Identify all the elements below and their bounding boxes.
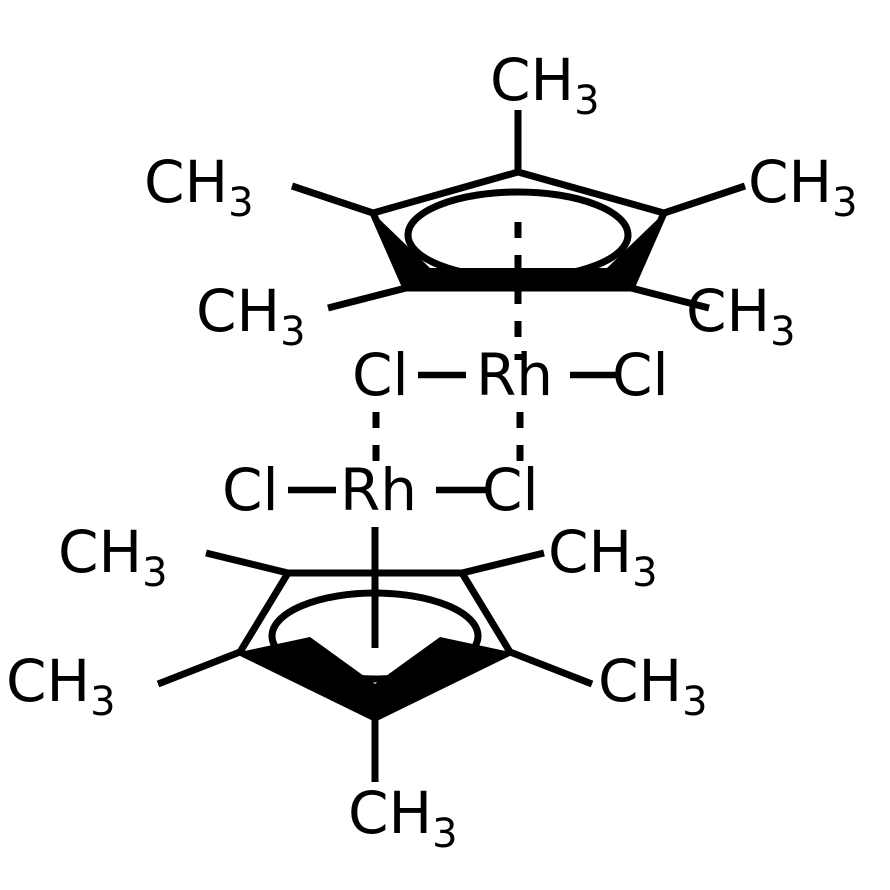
label-terminal-chlorine-bottom: Cl — [222, 456, 279, 524]
label-rhodium-top: Rh — [476, 341, 553, 409]
label-bottom-methyl-upper-left: CH3 — [58, 518, 168, 596]
bond-top-ring-upper-right-to-methyl — [662, 182, 747, 217]
top-ring-aromatic-ellipse — [404, 188, 632, 282]
bond-top-ring-upper-left-to-methyl — [290, 182, 375, 217]
label-top-methyl-apex: CH3 — [490, 46, 600, 124]
bond-bottom-ring-upper-right-to-methyl — [461, 549, 545, 577]
bond-top-ring-lower-left-to-methyl — [327, 284, 407, 312]
bond-bottom-ring-left-to-methyl — [156, 648, 242, 688]
label-rhodium-bottom: Rh — [340, 456, 417, 524]
bond-bottom-ring-right-to-methyl — [508, 648, 594, 688]
label-bottom-methyl-apex: CH3 — [348, 779, 458, 857]
label-bridging-chlorine-top: Cl — [352, 341, 409, 409]
label-terminal-chlorine-top: Cl — [612, 341, 669, 409]
label-bottom-methyl-lower-right: CH3 — [598, 647, 708, 725]
dirhodium-dichloro-core — [288, 371, 618, 494]
label-bottom-methyl-upper-right: CH3 — [548, 518, 658, 596]
label-top-methyl-upper-right: CH3 — [748, 148, 858, 226]
label-bottom-methyl-lower-left: CH3 — [6, 647, 116, 725]
bottom-cp-star-ligand — [156, 527, 594, 782]
label-top-methyl-lower-left: CH3 — [196, 277, 306, 355]
bottom-ring-wedge — [240, 637, 510, 718]
bond-bottom-ring-upper-left-to-methyl — [205, 549, 289, 577]
bond-top-ring-lower-right-to-methyl — [630, 284, 710, 312]
bottom-ring-aromatic-ellipse — [268, 589, 482, 683]
label-top-methyl-lower-right: CH3 — [686, 277, 796, 355]
label-top-methyl-upper-left: CH3 — [144, 148, 254, 226]
label-bridging-chlorine-bottom: Cl — [482, 456, 539, 524]
top-cp-star-ligand — [290, 110, 747, 360]
